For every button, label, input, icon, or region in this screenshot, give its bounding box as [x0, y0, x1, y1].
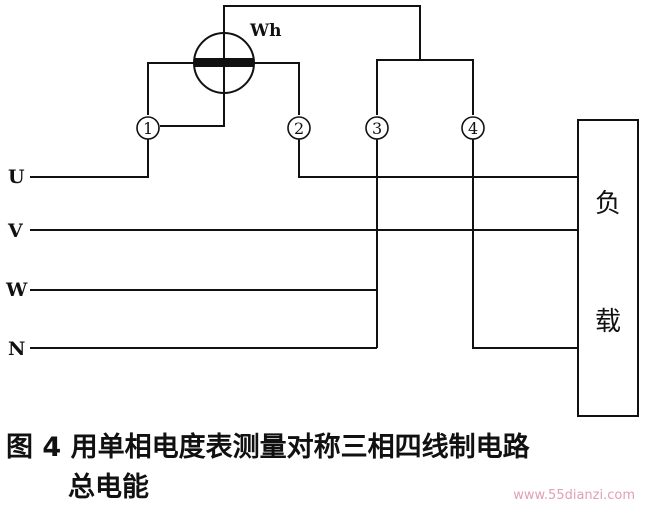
svg-text:4: 4 — [468, 119, 478, 138]
voltage-lead-t4 — [420, 59, 474, 115]
line-n-out — [472, 139, 578, 349]
caption-line-1: 图 4 用单相电度表测量对称三相四线制电路 — [6, 432, 530, 463]
terminal-1: 1 — [136, 116, 160, 140]
terminal-3: 3 — [365, 116, 389, 140]
line-u-out — [298, 139, 578, 178]
terminal-2: 2 — [287, 116, 311, 140]
caption-line-2: 总电能 — [68, 472, 149, 503]
svg-text:2: 2 — [294, 119, 304, 138]
meter-label: Wh — [249, 21, 281, 41]
line-label-w: W — [5, 279, 28, 301]
load-label-2: 载 — [595, 307, 621, 337]
line-u-in — [30, 139, 149, 178]
svg-text:3: 3 — [372, 119, 382, 138]
voltage-lead-t1 — [160, 93, 225, 127]
line-w — [30, 139, 378, 291]
line-label-n: N — [8, 338, 25, 360]
terminal-4: 4 — [461, 116, 485, 140]
watt-hour-meter — [193, 32, 255, 94]
coil-lead-left — [147, 62, 196, 115]
watermark: www.55dianzi.com — [513, 488, 635, 503]
voltage-lead-top — [223, 5, 421, 115]
coil-lead-right — [254, 62, 300, 115]
load-label-1: 负 — [595, 189, 621, 219]
line-label-u: U — [8, 166, 25, 188]
wiring-diagram: Wh 1 2 3 4 U V W N 负 载 — [5, 5, 639, 417]
svg-text:1: 1 — [143, 119, 153, 138]
figure-caption: 图 4 用单相电度表测量对称三相四线制电路 总电能 — [0, 428, 645, 508]
load-box — [577, 119, 639, 417]
line-label-v: V — [7, 220, 24, 242]
